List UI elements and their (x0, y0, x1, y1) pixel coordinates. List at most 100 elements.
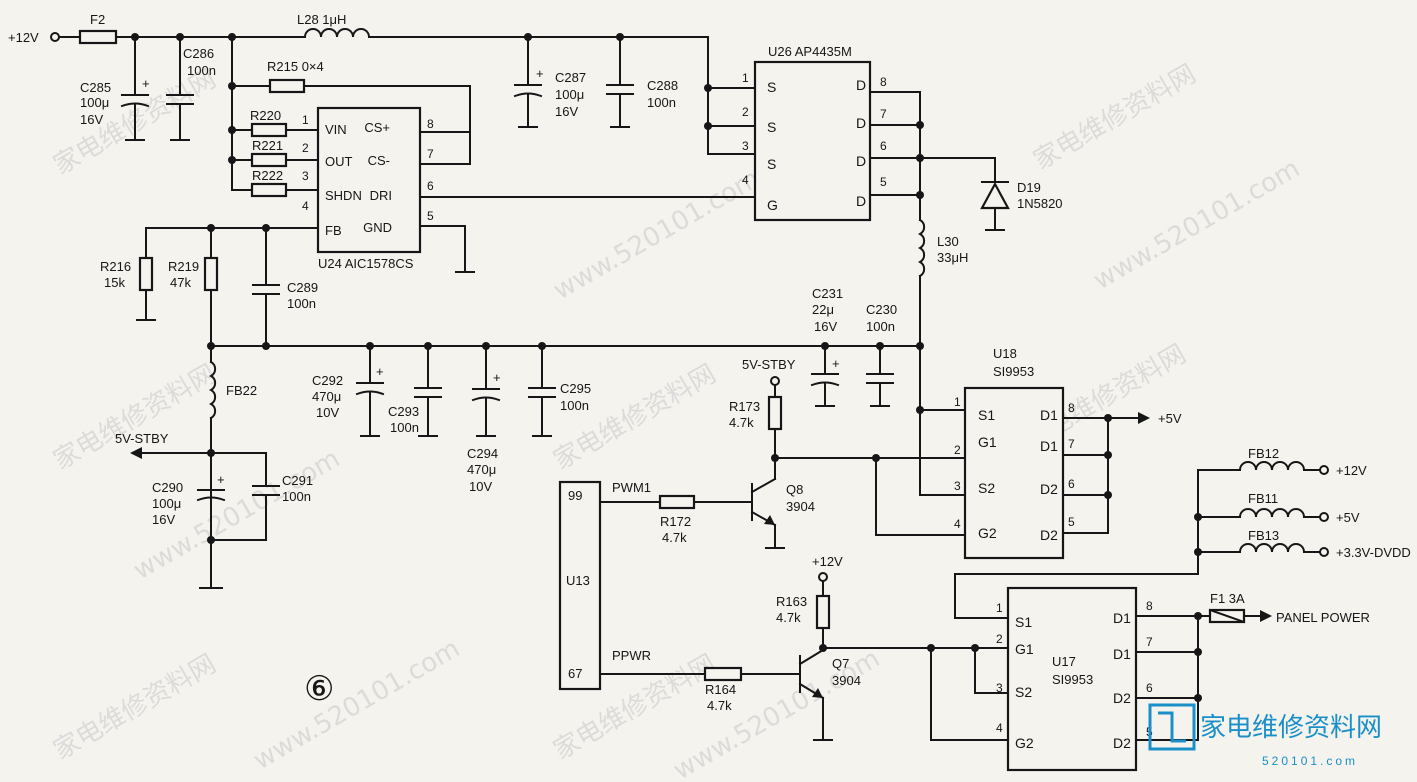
c287-label: C287 (555, 70, 586, 85)
c289-label: C289 (287, 280, 318, 295)
svg-text:47k: 47k (170, 275, 191, 290)
svg-text:100n: 100n (390, 420, 419, 435)
c230-label: C230 (866, 302, 897, 317)
svg-text:4: 4 (302, 199, 309, 213)
svg-text:100n: 100n (187, 63, 216, 78)
svg-text:6: 6 (880, 139, 887, 153)
svg-text:3: 3 (954, 479, 961, 493)
mid-rail (207, 342, 921, 350)
r215-label: R215 0×4 (267, 59, 324, 74)
capacitor-c286: C286 100n (166, 36, 216, 141)
svg-text:S: S (767, 119, 776, 135)
q8-driver: 5V-STBY R173 4.7k Q8 3904 PWM1 R172 4.7k (599, 357, 966, 549)
svg-text:7: 7 (880, 107, 887, 121)
svg-text:DRI: DRI (370, 188, 392, 203)
svg-text:100μ: 100μ (80, 95, 109, 110)
svg-text:16V: 16V (152, 512, 175, 527)
svg-text:100μ: 100μ (555, 87, 584, 102)
fb13-label: FB13 (1248, 528, 1279, 543)
svg-text:100n: 100n (866, 319, 895, 334)
c288-label: C288 (647, 78, 678, 93)
svg-text:+: + (493, 370, 501, 385)
capacitor-c288: C288 100n (606, 36, 678, 128)
fb11-out-label: +5V (1336, 510, 1360, 525)
svg-text:67: 67 (568, 666, 582, 681)
svg-text:7: 7 (1146, 635, 1153, 649)
ferrite-fb22 (208, 360, 217, 420)
stby-out-label: 5V-STBY (115, 431, 169, 446)
figure-number: ⑥ (304, 669, 334, 709)
svg-text:2: 2 (742, 105, 749, 119)
r164-label: R164 (705, 682, 736, 697)
r222-label: R222 (252, 168, 283, 183)
input-rail: +12V F2 L28 1μH (8, 12, 709, 155)
svg-text:1: 1 (996, 601, 1003, 615)
c285-label: C285 (80, 80, 111, 95)
capacitor-c295: C295 100n (528, 345, 591, 437)
resistor-r163 (815, 594, 831, 630)
svg-text:D2: D2 (1040, 527, 1058, 543)
fb12-label: FB12 (1248, 446, 1279, 461)
svg-text:15k: 15k (104, 275, 125, 290)
r220-label: R220 (250, 108, 281, 123)
svg-text:2: 2 (996, 632, 1003, 646)
panel-power-label: PANEL POWER (1276, 610, 1370, 625)
svg-text:1N5820: 1N5820 (1017, 196, 1063, 211)
f2-label: F2 (90, 12, 105, 27)
c231-label: C231 (812, 286, 843, 301)
resistor-r216 (138, 256, 154, 292)
ic-u18: U18 SI9953 1 2 3 4 S1 G1 S2 G2 D1 D1 D2 … (875, 346, 1182, 560)
u17-label: U17 (1052, 654, 1076, 669)
svg-text:100n: 100n (560, 398, 589, 413)
svg-text:+: + (376, 364, 384, 379)
watermark-cn: 家电维修资料网 (549, 359, 722, 476)
svg-text:8: 8 (1068, 401, 1075, 415)
svg-text:3904: 3904 (786, 499, 815, 514)
svg-text:7: 7 (1068, 437, 1075, 451)
svg-text:D2: D2 (1113, 690, 1131, 706)
site-logo: 家电维修资料网 520101.com (1148, 703, 1382, 768)
r173-label: R173 (729, 399, 760, 414)
svg-text:2: 2 (302, 141, 309, 155)
fb22-branch: FB22 5V-STBY + C290 100μ 16V C291 100n (115, 360, 313, 589)
capacitor-c285: + C285 100μ 16V (80, 36, 150, 141)
svg-text:G2: G2 (1015, 735, 1034, 751)
c292-label: C292 (312, 373, 343, 388)
svg-text:S2: S2 (978, 480, 995, 496)
fb22-label: FB22 (226, 383, 257, 398)
svg-text:6: 6 (1146, 681, 1153, 695)
svg-text:SI9953: SI9953 (993, 364, 1034, 379)
ic-u26: U26 AP4435M 1 2 3 4 S S S G D D D D 8 7 … (704, 44, 924, 222)
svg-text:S1: S1 (1015, 614, 1032, 630)
resistor-r173 (767, 395, 783, 431)
c291-label: C291 (282, 473, 313, 488)
fb13-out-label: +3.3V-DVDD (1336, 545, 1411, 560)
capacitor-c293: C293 100n (388, 345, 442, 437)
c294-label: C294 (467, 446, 498, 461)
u18-label: U18 (993, 346, 1017, 361)
ferrite-outputs: FB12 +12V FB11 +5V FB13 +3.3V-DVDD (954, 446, 1411, 619)
svg-text:D: D (856, 77, 866, 93)
c286-label: C286 (183, 46, 214, 61)
svg-text:1: 1 (302, 113, 309, 127)
r163-label: R163 (776, 594, 807, 609)
svg-text:+: + (536, 66, 544, 81)
svg-text:OUT: OUT (325, 154, 353, 169)
svg-text:4.7k: 4.7k (729, 415, 754, 430)
svg-text:SI9953: SI9953 (1052, 672, 1093, 687)
r172-label: R172 (660, 514, 691, 529)
q7-label: Q7 (832, 656, 849, 671)
ic-u13: 99 U13 67 (558, 480, 602, 691)
svg-text:4: 4 (954, 517, 961, 531)
svg-text:+: + (217, 472, 225, 487)
resistor-r219 (203, 256, 219, 292)
svg-text:16V: 16V (80, 112, 103, 127)
svg-text:S1: S1 (978, 407, 995, 423)
svg-text:16V: 16V (555, 104, 578, 119)
svg-text:99: 99 (568, 488, 582, 503)
ppwr-net-label: PPWR (612, 648, 651, 663)
u24-input-network: R215 0×4 R220 R221 R222 (228, 36, 471, 198)
resistor-r222 (250, 182, 288, 198)
svg-text:5: 5 (1068, 515, 1075, 529)
